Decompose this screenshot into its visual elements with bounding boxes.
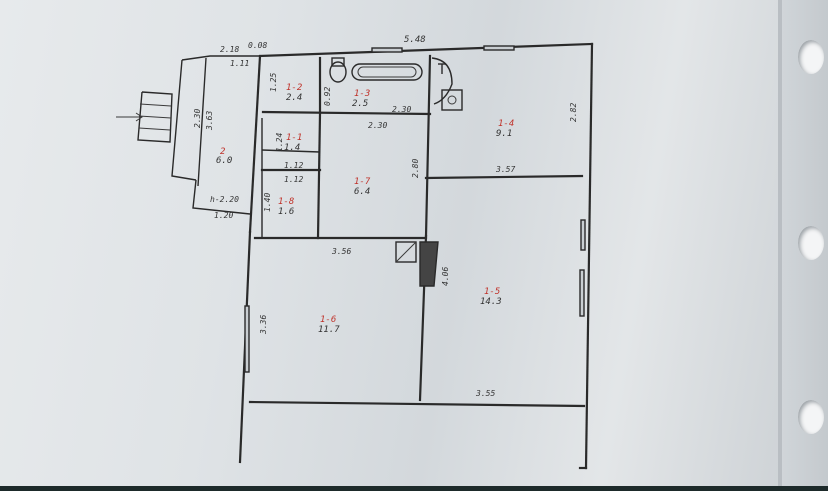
room-id-1-3: 1-3 [354, 89, 370, 99]
room-id-2: 2 [220, 147, 225, 157]
dimension-labels: 5.48 2.18 0.08 1.11 1.25 0.92 2.30 2.30 … [193, 35, 578, 398]
dim-top-total: 5.48 [404, 35, 426, 45]
partitions [253, 54, 584, 402]
room-id-1-1: 1-1 [286, 133, 302, 143]
room-area-1-4: 9.1 [496, 129, 512, 139]
room-area-1-5: 14.3 [480, 297, 502, 307]
dim-406: 4.06 [441, 267, 450, 286]
room-id-1-4: 1-4 [498, 119, 514, 129]
room-id-1-7: 1-7 [354, 177, 371, 187]
sheet-edge [778, 0, 782, 491]
dim-280: 2.80 [411, 159, 420, 178]
dim-140: 1.40 [263, 193, 272, 212]
dim-top-left-b: 0.08 [248, 41, 267, 50]
room-id-1-6: 1-6 [320, 315, 336, 325]
dim-230-b: 2.30 [368, 121, 387, 130]
punch-hole [798, 400, 824, 434]
dim-bath-h: 1.25 [269, 73, 278, 92]
room-area-2: 6.0 [216, 156, 232, 166]
punch-hole [798, 226, 824, 260]
dim-357: 3.57 [495, 165, 515, 174]
outer-walls [238, 42, 594, 470]
room-area-1-6: 11.7 [318, 325, 340, 335]
dim-112-b: 1.12 [284, 175, 303, 184]
room-area-1-8: 1.6 [278, 207, 294, 217]
room-area-1-7: 6.4 [354, 187, 370, 197]
dim-right-h: 2.82 [569, 103, 578, 122]
porch [116, 55, 260, 215]
room-area-1-3: 2.5 [352, 99, 368, 109]
dim-left-porch-b: 3.63 [205, 111, 214, 131]
dim-room11-h: 1.24 [275, 133, 284, 152]
dim-336: 3.36 [259, 315, 268, 335]
room-labels: 1-2 2.4 1-3 2.5 1-4 9.1 1-1 1.4 2 6.0 1-… [216, 83, 514, 335]
dim-112-a: 1.12 [284, 161, 303, 170]
dim-355: 3.55 [475, 389, 495, 398]
dim-h-note: h-2.20 [210, 195, 239, 204]
room-id-1-5: 1-5 [484, 287, 500, 297]
dim-120: 1.20 [214, 211, 233, 220]
windows [244, 45, 586, 373]
dim-porch-inner: 1.11 [230, 59, 249, 68]
room-id-1-2: 1-2 [286, 83, 302, 93]
room-id-1-8: 1-8 [278, 197, 294, 207]
bottom-bar [0, 486, 828, 491]
dim-230-a: 2.30 [392, 105, 411, 114]
dim-356: 3.56 [331, 247, 351, 256]
punch-hole [798, 40, 824, 74]
bathroom-fixtures [329, 57, 463, 287]
dim-top-left-a: 2.18 [220, 45, 239, 54]
dim-left-porch-a: 2.30 [193, 109, 202, 128]
room-area-1-2: 2.4 [286, 93, 302, 103]
dim-bath-gap: 0.92 [323, 87, 332, 106]
room-area-1-1: 1.4 [284, 143, 300, 153]
